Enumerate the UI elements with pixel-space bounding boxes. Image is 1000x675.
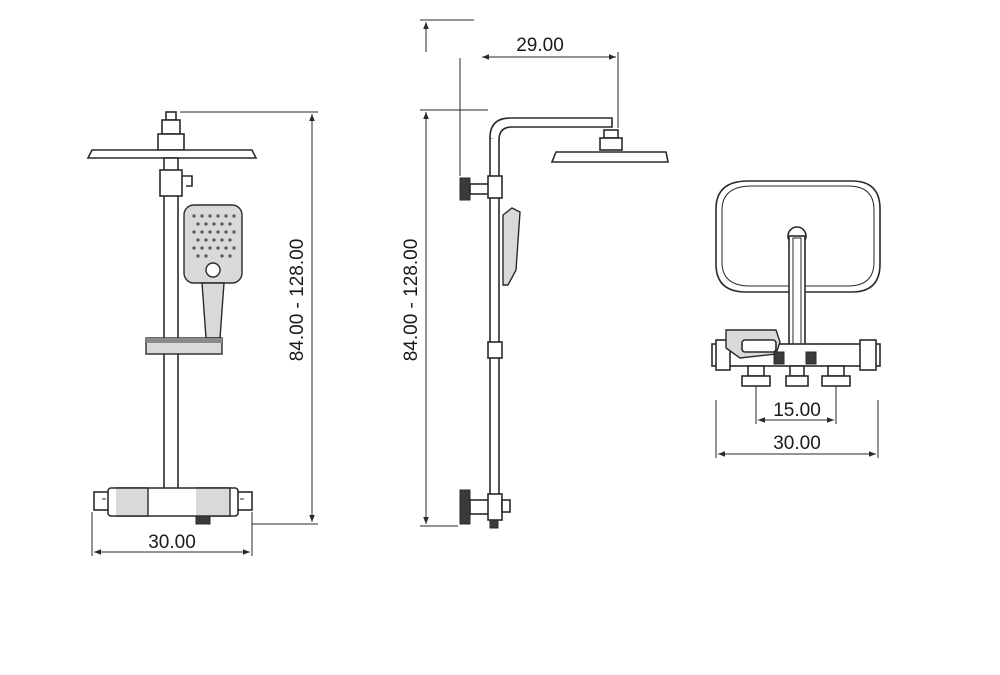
top-view <box>711 180 881 387</box>
side-height-dimension: 84.00 - 128.00 <box>401 109 488 527</box>
front-height-label: 84.00 - 128.00 <box>287 239 308 362</box>
front-width-dimension: 30.00 <box>91 512 253 556</box>
side-top-offset-dimension <box>420 19 474 52</box>
side-rain-head <box>550 151 669 163</box>
hand-shower-handle <box>201 282 225 339</box>
side-view <box>459 117 669 529</box>
top-width-label: 30.00 <box>773 433 821 454</box>
top-inner-dimension: 15.00 <box>755 386 837 424</box>
side-arm-dimension: 29.00 <box>459 35 619 176</box>
top-width-dimension: 30.00 <box>715 400 879 458</box>
spray-button <box>205 262 221 278</box>
side-height-label: 84.00 - 128.00 <box>401 239 422 362</box>
front-width-label: 30.00 <box>148 532 196 553</box>
side-arm-label: 29.00 <box>516 35 564 56</box>
front-view <box>86 111 258 525</box>
top-inner-label: 15.00 <box>773 400 821 421</box>
spray-dots <box>192 214 236 258</box>
front-height-dimension: 84.00 - 128.00 <box>180 111 318 525</box>
side-hand-shower <box>502 207 521 286</box>
